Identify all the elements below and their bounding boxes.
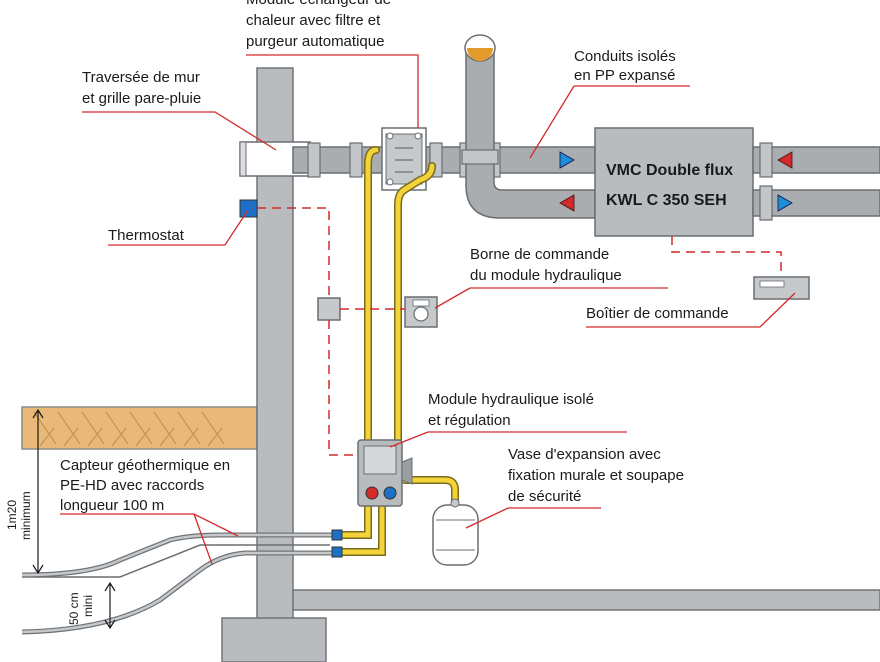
collector-pipes <box>21 529 343 635</box>
red-arrow-right <box>777 151 793 169</box>
label-expansion-vessel-line-2: fixation murale et soupape <box>508 467 684 484</box>
label-exchanger-line-3: purgeur automatique <box>246 33 384 50</box>
control-box-device <box>753 276 810 300</box>
junction-box <box>317 297 341 321</box>
label-hydraulic-terminal-line-2: du module hydraulique <box>470 267 622 284</box>
vmc-title-line-1: VMC Double flux <box>606 162 733 179</box>
label-hydraulic-module-line-1: Module hydraulique isolé <box>428 391 594 408</box>
label-depth-min-line-1: 1m20 <box>5 500 19 530</box>
label-wall-crossing-line-2: et grille pare-pluie <box>82 90 201 107</box>
hydraulic-control-terminal <box>404 296 438 328</box>
label-depth-gap-line-2: mini <box>81 595 95 617</box>
dimension-markers <box>32 408 116 630</box>
soil <box>21 406 258 450</box>
floor-slab <box>292 589 880 611</box>
vmc-title-line-2: KWL C 350 SEH <box>606 192 727 209</box>
red-arrow-out <box>559 194 575 212</box>
label-exchanger-line-1: Module échangeur de <box>246 0 391 8</box>
label-depth-gap-line-1: 50 cm <box>67 592 81 625</box>
wall-foundation <box>221 617 327 662</box>
text-labels: Module échangeur de chaleur avec filtre … <box>5 0 729 625</box>
label-expansion-vessel-line-1: Vase d'expansion avec <box>508 446 661 463</box>
geothermal-pipes <box>336 146 459 556</box>
vmc-unit: VMC Double flux KWL C 350 SEH <box>594 127 880 237</box>
expansion-vessel <box>432 498 479 566</box>
label-ducts-line-2: en PP expansé <box>574 67 675 84</box>
label-wall-crossing-line-1: Traversée de mur <box>82 69 200 86</box>
ground-line <box>22 544 330 578</box>
label-exchanger-line-2: chaleur avec filtre et <box>246 12 381 29</box>
heat-exchanger-module <box>381 127 427 191</box>
label-hydraulic-terminal-line-1: Borne de commande <box>470 246 609 263</box>
blue-arrow-right <box>777 194 793 212</box>
label-thermostat: Thermostat <box>108 227 185 244</box>
label-collector-line-1: Capteur géothermique en <box>60 457 230 474</box>
thermostat-device <box>239 199 258 218</box>
hydraulic-module <box>357 439 413 507</box>
label-expansion-vessel-line-3: de sécurité <box>508 488 581 505</box>
label-collector-line-2: PE-HD avec raccords <box>60 477 204 494</box>
control-wiring <box>257 207 782 456</box>
label-hydraulic-module-line-2: et régulation <box>428 412 511 429</box>
label-ducts-line-1: Conduits isolés <box>574 48 676 65</box>
blue-arrow-in <box>559 151 575 169</box>
exhaust-duct <box>461 34 596 219</box>
flow-arrows <box>559 151 793 212</box>
label-collector-line-3: longueur 100 m <box>60 497 164 514</box>
leader-lines <box>60 54 796 565</box>
label-depth-min-line-2: minimum <box>19 491 33 540</box>
label-control-box: Boîtier de commande <box>586 305 729 322</box>
